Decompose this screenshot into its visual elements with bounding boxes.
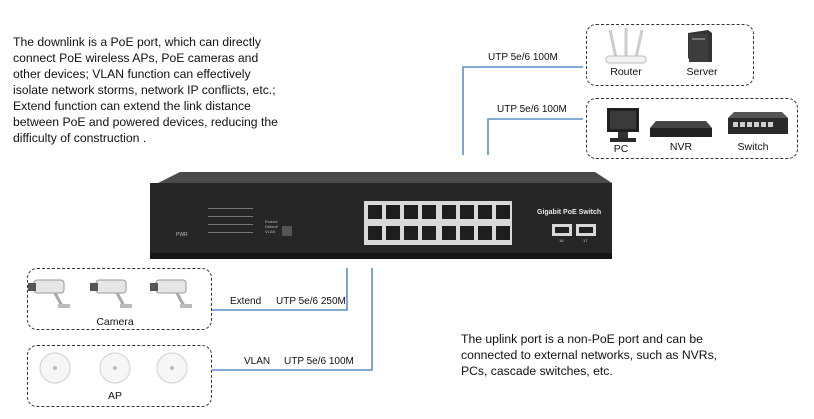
camera-group-label: Camera [96, 316, 134, 328]
nvr-label: NVR [669, 141, 693, 153]
switch-small-icon [728, 112, 788, 134]
description-line: other devices; VLAN function can effecti… [13, 67, 251, 81]
extend-mode-label: Extend [230, 296, 262, 307]
router-icon [605, 28, 647, 64]
switch-chassis [150, 172, 612, 259]
sfp-port-block [552, 224, 596, 236]
server-label: Server [686, 66, 718, 78]
uplink-line-1 [462, 66, 583, 155]
description-line: connect PoE wireless APs, PoE cameras an… [13, 51, 259, 65]
mode-label-extend: Extend [265, 219, 278, 224]
mode-switch [282, 226, 292, 236]
uplink-device-group-1 [586, 24, 754, 86]
description-line: difficulty of construction . [13, 131, 147, 145]
ap-icon [156, 352, 188, 384]
description-line: Extend function can extend the link dist… [13, 99, 251, 113]
nvr-icon [650, 121, 712, 137]
description-line: connected to external networks, such as … [461, 348, 718, 362]
switch-label: Switch [737, 141, 769, 153]
uplink-description: The uplink port is a non-PoE port and ca… [461, 331, 781, 379]
camera-icon [150, 279, 192, 308]
description-line: The uplink port is a non-PoE port and ca… [461, 332, 703, 346]
ap-icon [99, 352, 131, 384]
vlan-cable-label: UTP 5e/6 100M [284, 356, 354, 367]
switch-brand-label: Gigabit PoE Switch [537, 209, 602, 216]
router-label: Router [610, 66, 642, 78]
ap-group [27, 345, 212, 407]
sfp-port-number: 17 [583, 238, 588, 243]
server-icon [688, 30, 712, 62]
uplink-line-2 [487, 118, 583, 155]
downlink-line-vlan [212, 268, 373, 371]
mode-label-default: Default [265, 224, 278, 229]
uplink-device-group-2 [586, 98, 798, 159]
description-line: between PoE and powered devices, reducin… [13, 115, 278, 129]
uplink-cable-label-2: UTP 5e/6 100M [497, 104, 567, 115]
description-line: PCs, cascade switches, etc. [461, 364, 613, 378]
rj45-port-block [364, 201, 512, 245]
ap-icon [39, 352, 71, 384]
extend-cable-label: UTP 5e/6 250M [276, 296, 346, 307]
ap-group-label: AP [107, 390, 122, 402]
camera-icon [28, 279, 70, 308]
pc-icon [607, 108, 639, 142]
sfp-port-number: 16 [559, 238, 564, 243]
mode-labels: Extend Default VLAN [265, 219, 278, 234]
power-label: PWR [176, 232, 188, 238]
led-indicator-panel [208, 208, 253, 233]
downlink-line-extend [212, 268, 348, 311]
camera-icon [90, 279, 132, 308]
camera-group [27, 268, 212, 330]
description-line: The downlink is a PoE port, which can di… [13, 35, 261, 49]
uplink-cable-label-1: UTP 5e/6 100M [488, 52, 558, 63]
downlink-description: The downlink is a PoE port, which can di… [13, 34, 313, 146]
mode-label-vlan: VLAN [265, 229, 276, 234]
description-line: isolate network storms, network IP confl… [13, 83, 276, 97]
pc-label: PC [613, 143, 629, 155]
vlan-mode-label: VLAN [244, 356, 271, 367]
